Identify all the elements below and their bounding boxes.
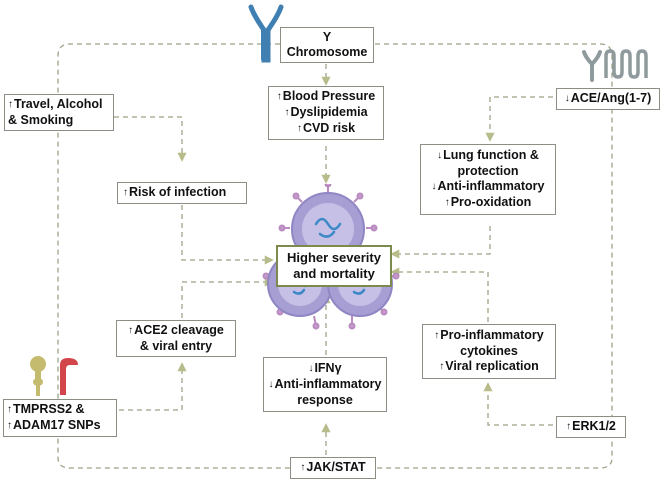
down-arrow-icon: ↓ <box>431 181 437 192</box>
up-arrow-icon: ↑ <box>439 361 445 372</box>
travel-alcohol-smoking-box: ↑Travel, Alcohol & Smoking <box>4 94 114 131</box>
pro-inflammatory-box: ↑Pro-inflammatory cytokines ↑Viral repli… <box>422 324 556 379</box>
jak-stat-box: ↑JAK/STAT <box>290 457 376 479</box>
anti-inflammatory-response-label-1: Anti-inflammatory <box>274 377 382 391</box>
tmprss2-icon <box>30 356 78 396</box>
up-arrow-icon: ↑ <box>300 462 306 473</box>
anti-inflammatory-label: Anti-inflammatory <box>437 179 545 193</box>
viral-replication-label: Viral replication <box>445 359 539 373</box>
travel-label-2: & Smoking <box>8 113 74 127</box>
ace2-label-1: ACE2 cleavage <box>134 323 224 337</box>
up-arrow-icon: ↑ <box>8 99 13 110</box>
y-chromosome-label-2: Chromosome <box>286 45 368 59</box>
erk-box: ↑ERK1/2 <box>556 416 626 438</box>
up-arrow-icon: ↑ <box>128 325 134 336</box>
up-arrow-icon: ↑ <box>7 420 12 431</box>
lung-function-label-1: Lung function & <box>443 148 539 162</box>
up-arrow-icon: ↑ <box>566 421 572 432</box>
ace2-label-2: & viral entry <box>139 339 213 353</box>
up-arrow-icon: ↑ <box>276 91 282 102</box>
risk-of-infection-box: ↑Risk of infection <box>117 182 247 204</box>
y-chromosome-label-1: Y <box>322 30 332 44</box>
ace-ang-label: ACE/Ang(1-7) <box>570 91 652 105</box>
travel-label-1: Travel, Alcohol <box>14 97 103 111</box>
lung-function-label-2: protection <box>457 164 519 178</box>
up-arrow-icon: ↑ <box>7 404 12 415</box>
pro-oxidation-label: Pro-oxidation <box>450 195 532 209</box>
tmprss2-label: TMPRSS2 & <box>13 402 85 416</box>
down-arrow-icon: ↓ <box>268 379 274 390</box>
dyslipidemia-label: Dyslipidemia <box>290 105 368 119</box>
risk-of-infection-label: Risk of infection <box>129 185 227 199</box>
ace2-cleavage-box: ↑ACE2 cleavage & viral entry <box>116 320 236 357</box>
down-arrow-icon: ↓ <box>437 150 443 161</box>
center-label-2: and mortality <box>293 266 375 281</box>
up-arrow-icon: ↑ <box>296 123 302 134</box>
lung-function-box: ↓Lung function & protection ↓Anti-inflam… <box>420 144 556 215</box>
down-arrow-icon: ↓ <box>308 363 314 374</box>
pro-inflammatory-label: Pro-inflammatory <box>440 328 544 342</box>
center-label-1: Higher severity <box>287 250 381 265</box>
ace-receptor-icon <box>582 49 648 82</box>
erk-label: ERK1/2 <box>572 419 616 433</box>
cvd-risk-label: CVD risk <box>302 121 356 135</box>
ifn-gamma-label: IFNγ <box>314 361 342 375</box>
blood-pressure-label: Blood Pressure <box>282 89 376 103</box>
y-chromosome-box: Y Chromosome <box>280 27 374 63</box>
cytokines-label: cytokines <box>460 344 518 358</box>
up-arrow-icon: ↑ <box>444 197 450 208</box>
anti-inflammatory-response-label-2: response <box>297 393 353 407</box>
higher-severity-mortality-box: Higher severity and mortality <box>276 245 392 287</box>
tmprss2-adam17-box: ↑TMPRSS2 & ↑ADAM17 SNPs <box>3 399 117 437</box>
up-arrow-icon: ↑ <box>434 330 440 341</box>
ifn-gamma-box: ↓IFNγ ↓Anti-inflammatory response <box>263 357 387 412</box>
jak-stat-label: JAK/STAT <box>306 460 366 474</box>
ace-ang-box: ↓ACE/Ang(1-7) <box>556 88 660 110</box>
down-arrow-icon: ↓ <box>564 93 570 104</box>
adam17-label: ADAM17 SNPs <box>13 418 101 432</box>
blood-pressure-box: ↑Blood Pressure ↑Dyslipidemia ↑CVD risk <box>268 86 384 140</box>
up-arrow-icon: ↑ <box>123 187 128 198</box>
up-arrow-icon: ↑ <box>284 107 290 118</box>
y-chromosome-icon <box>248 4 284 63</box>
